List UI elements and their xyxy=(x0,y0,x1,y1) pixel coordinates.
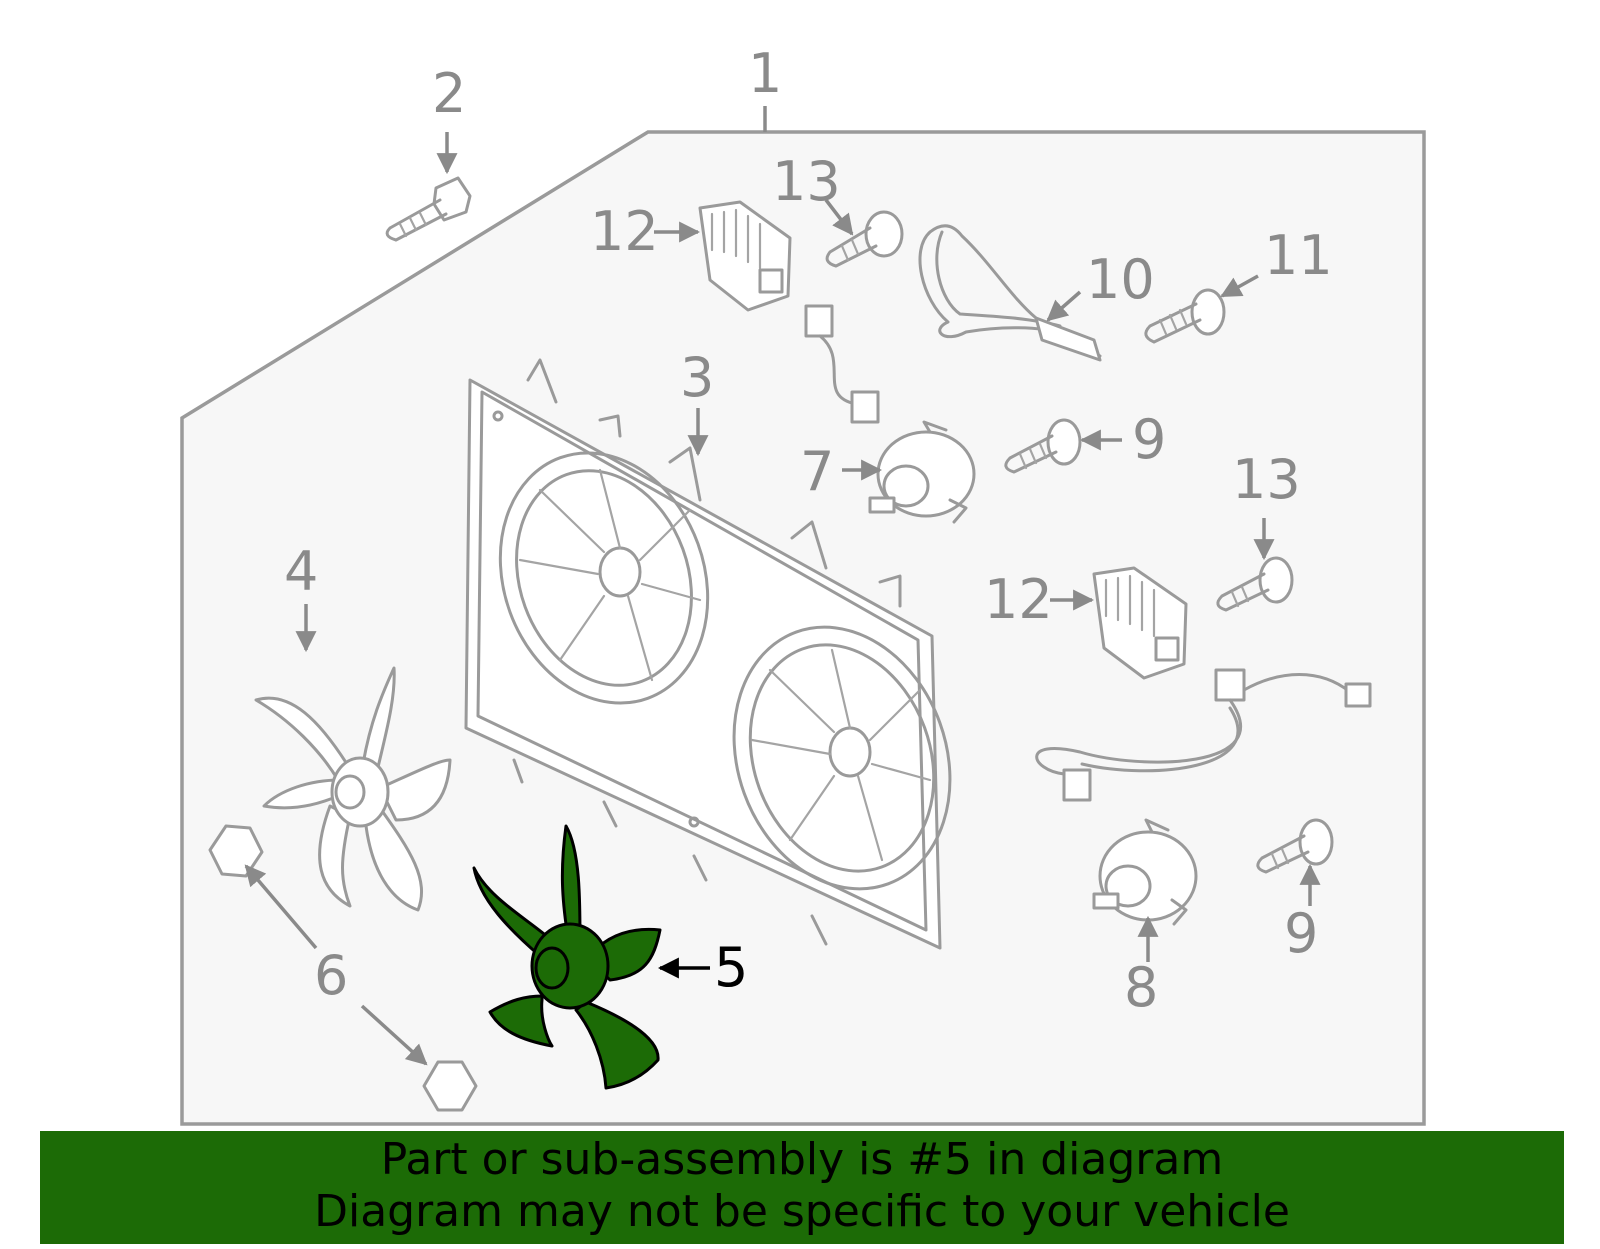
callout-10: 10 xyxy=(1086,248,1155,311)
leader-11 xyxy=(1220,274,1259,298)
callout-5: 5 xyxy=(714,936,748,999)
leader-13a xyxy=(824,198,854,236)
screw-13-lower xyxy=(1216,556,1294,612)
callout-6: 6 xyxy=(314,944,348,1007)
leader-6a xyxy=(244,864,318,950)
fan-shroud-3 xyxy=(464,358,952,950)
fan-5-highlighted xyxy=(472,824,662,1090)
nut-6-upper xyxy=(208,824,264,878)
callout-11: 11 xyxy=(1264,224,1333,287)
screw-13-upper xyxy=(825,210,904,268)
banner-line-1: Part or sub-assembly is #5 in diagram xyxy=(380,1134,1224,1185)
callout-13-upper: 13 xyxy=(772,150,841,213)
callout-7: 7 xyxy=(800,440,834,503)
screw-11 xyxy=(1144,288,1226,344)
callout-1: 1 xyxy=(748,42,782,105)
screw-9-upper xyxy=(1004,418,1082,474)
leader-10 xyxy=(1046,290,1082,322)
callout-12-upper: 12 xyxy=(590,200,659,263)
callout-4: 4 xyxy=(284,540,318,603)
wiring-harness-lower xyxy=(1035,668,1372,802)
resistor-module-12-upper xyxy=(698,200,792,312)
wiring-harness-10 xyxy=(918,224,1102,362)
fan-4 xyxy=(254,666,452,912)
callout-13-lower: 13 xyxy=(1232,448,1301,511)
bolt-2 xyxy=(385,176,472,242)
callout-9-upper: 9 xyxy=(1132,408,1166,471)
screw-9-lower xyxy=(1256,818,1334,874)
callout-12-lower: 12 xyxy=(984,568,1053,631)
nut-6-lower xyxy=(422,1060,478,1112)
callout-3: 3 xyxy=(680,346,714,409)
banner-line-2: Diagram may not be specific to your vehi… xyxy=(314,1186,1290,1237)
connector-wire-upper xyxy=(804,304,880,424)
callout-8: 8 xyxy=(1124,956,1158,1019)
callout-9-lower: 9 xyxy=(1284,902,1318,965)
leader-6b xyxy=(360,1004,428,1066)
callout-2: 2 xyxy=(432,62,466,125)
resistor-module-12-lower xyxy=(1092,566,1188,680)
info-banner: Part or sub-assembly is #5 in diagram Di… xyxy=(40,1131,1564,1244)
fan-motor-8 xyxy=(1092,818,1198,926)
